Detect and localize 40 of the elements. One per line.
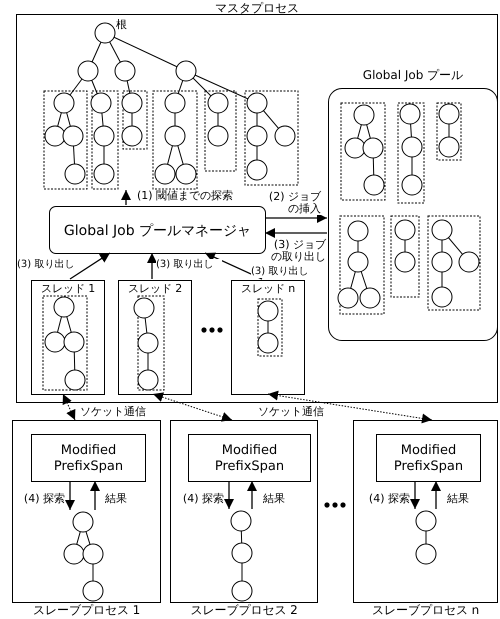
root-label: 根 (116, 19, 127, 31)
thread-box (118, 280, 192, 395)
dotted-arrow (268, 390, 432, 424)
arrow (70, 252, 110, 280)
algorithm-label: Modified PrefixSpan (52, 443, 124, 475)
dotted-arrow (62, 394, 76, 420)
algorithm-box (31, 434, 146, 482)
tree-drawing (43, 21, 299, 191)
thread-box (31, 280, 105, 395)
arrow (224, 481, 234, 509)
arrow (147, 253, 157, 279)
thread-label: スレッド n (240, 283, 296, 295)
algorithm-label: Modified PrefixSpan (392, 443, 464, 475)
thread-label: スレッド 2 (126, 283, 184, 295)
process-label: スレーブプロセス 1 (32, 602, 142, 619)
process-label: スレーブプロセス n (370, 602, 480, 619)
manager-label: Global Job プールマネージャ (62, 222, 252, 240)
edge-label: ソケット通信 (80, 406, 146, 418)
arrow (410, 481, 420, 509)
pool-title: Global Job プール (362, 67, 464, 84)
arrow (247, 481, 257, 509)
edge-label: (3) 取り出し (156, 259, 222, 271)
arrow (204, 252, 262, 280)
arrow (431, 481, 441, 509)
algorithm-box (188, 434, 311, 482)
algorithm-box (376, 434, 481, 482)
dotted-arrow (152, 392, 232, 422)
edge-label: ソケット通信 (258, 406, 324, 418)
tree-drawing (63, 511, 105, 603)
process-label: スレーブプロセス 2 (189, 602, 299, 619)
process-title: マスタプロセス (214, 0, 300, 17)
arrow (121, 190, 131, 205)
arrow (90, 481, 100, 510)
thread-box (231, 280, 305, 395)
arrow (265, 228, 327, 238)
pool-manager-box (49, 206, 266, 254)
thread-label: スレッド 1 (40, 283, 96, 295)
arrow (265, 213, 327, 223)
arrow (65, 481, 75, 510)
algorithm-label: Modified PrefixSpan (214, 443, 286, 475)
